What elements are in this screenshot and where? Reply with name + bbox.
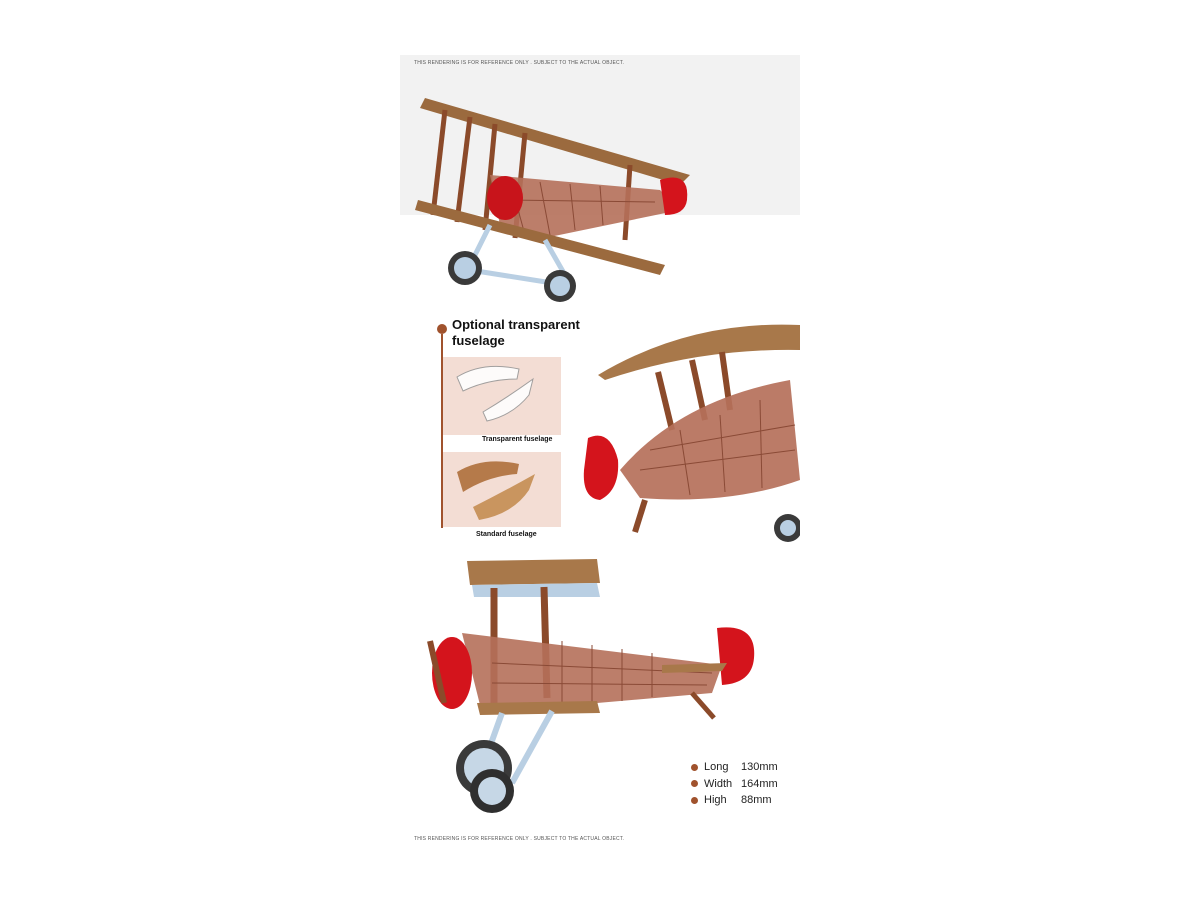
spec-bullet (691, 763, 698, 771)
standard-fuselage-caption: Standard fuselage (476, 531, 537, 538)
spec-label: High (704, 794, 727, 807)
transparent-fuselage-swatch (443, 357, 561, 435)
dimension-specs: Long 130mm Width 164mm High 88mm (691, 759, 778, 809)
spec-label: Long (704, 761, 729, 774)
spec-width: Width 164mm (691, 776, 778, 793)
callout-line (441, 334, 443, 528)
plane-render-side (427, 559, 755, 813)
spec-bullet (691, 780, 698, 788)
spec-bullet (691, 796, 698, 804)
spec-value: 88mm (741, 794, 772, 807)
plane-render-top (415, 98, 690, 302)
disclaimer-bottom: THIS RENDERING IS FOR REFERENCE ONLY . S… (414, 836, 625, 842)
standard-fuselage-icon (457, 461, 535, 520)
callout-bullet (437, 324, 447, 334)
disclaimer-top: THIS RENDERING IS FOR REFERENCE ONLY . S… (414, 60, 625, 66)
spec-value: 164mm (741, 777, 778, 790)
transparent-fuselage-caption: Transparent fuselage (482, 436, 553, 443)
transparent-fuselage-icon (456, 365, 534, 422)
spec-high: High 88mm (691, 792, 778, 809)
standard-fuselage-swatch (443, 452, 561, 527)
plane-render-closeup (583, 324, 800, 542)
callout-title: Optional transparent fuselage (452, 317, 580, 348)
spec-label: Width (704, 777, 733, 790)
spec-long: Long 130mm (691, 759, 778, 776)
spec-value: 130mm (741, 761, 778, 774)
product-image-panel: THIS RENDERING IS FOR REFERENCE ONLY . S… (400, 55, 800, 845)
